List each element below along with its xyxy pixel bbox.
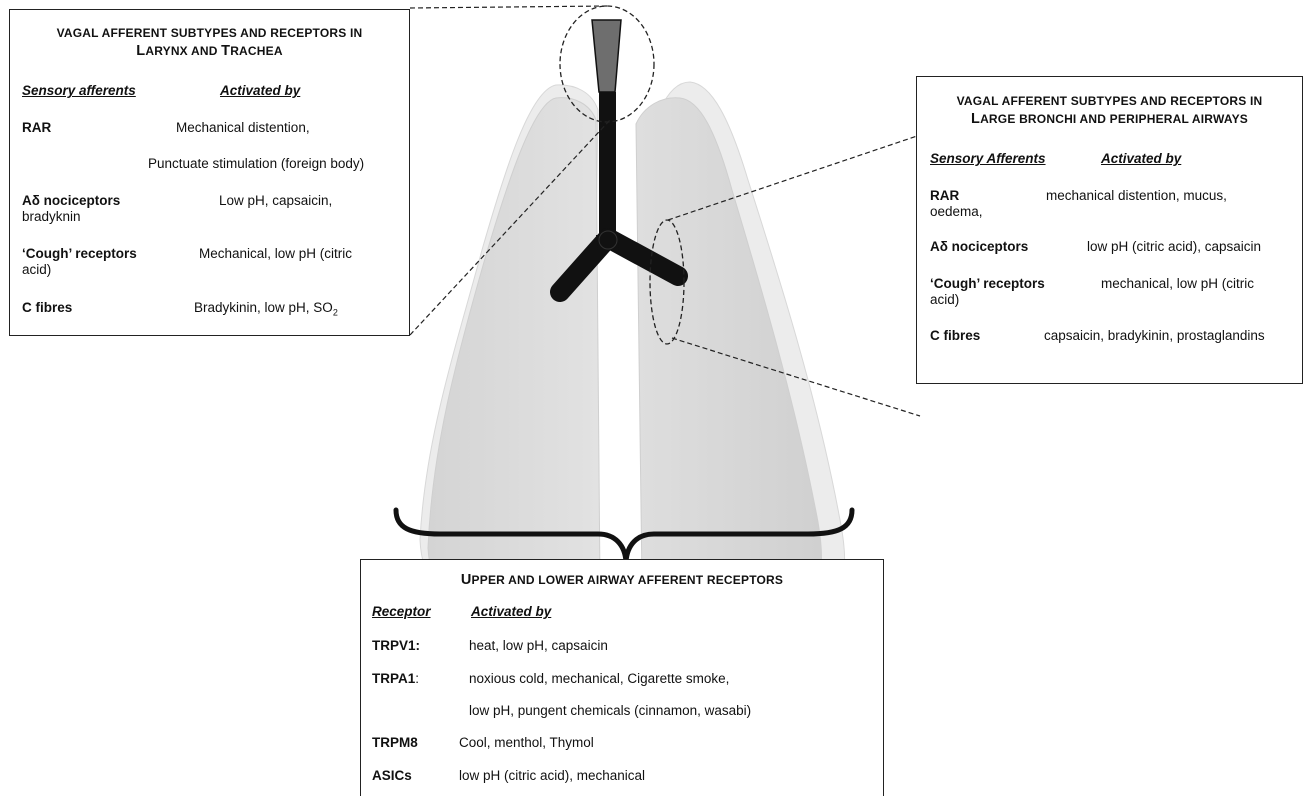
trachea [599, 92, 616, 242]
bronchi-box: VAGAL AFFERENT SUBTYPES AND RECEPTORS IN… [916, 76, 1303, 384]
column-header-activated: Activated by [220, 83, 300, 99]
box-title: UPPER AND LOWER AIRWAY AFFERENT RECEPTOR… [361, 572, 883, 588]
column-header-afferents: Sensory Afferents [930, 151, 1046, 167]
row-desc: noxious cold, mechanical, Cigarette smok… [469, 671, 729, 687]
box-title-line-1: VAGAL AFFERENT SUBTYPES AND RECEPTORS IN [917, 94, 1302, 108]
row-desc: Cool, menthol, Thymol [459, 735, 594, 751]
row-desc-continued: oedema, [930, 204, 983, 220]
row-name: RAR [930, 188, 959, 204]
row-name: Aδ nociceptors [930, 239, 1028, 255]
row-name: RAR [22, 120, 51, 136]
column-header-activated: Activated by [1101, 151, 1181, 167]
row-desc-continued: acid) [930, 292, 959, 308]
row-desc: low pH (citric acid), mechanical [459, 768, 645, 784]
row-desc: low pH, pungent chemicals (cinnamon, was… [469, 703, 751, 719]
box-title-line-1: VAGAL AFFERENT SUBTYPES AND RECEPTORS IN [10, 26, 409, 40]
column-header-activated: Activated by [471, 604, 551, 620]
box-title-line-2: LARYNX AND TRACHEA [10, 43, 409, 59]
row-desc: Low pH, capsaicin, [219, 193, 332, 209]
row-desc-continued: acid) [22, 262, 51, 278]
column-header-afferents: Sensory afferents [22, 83, 136, 99]
row-name: C fibres [930, 328, 980, 344]
row-desc: low pH (citric acid), capsaicin [1087, 239, 1261, 255]
row-desc: capsaicin, bradykinin, prostaglandins [1044, 328, 1265, 344]
larynx-trachea-box: VAGAL AFFERENT SUBTYPES AND RECEPTORS IN… [9, 9, 410, 336]
row-desc: Punctuate stimulation (foreign body) [148, 156, 364, 172]
row-name: Aδ nociceptors [22, 193, 120, 209]
row-name: C fibres [22, 300, 72, 316]
row-desc: Mechanical distention, [176, 120, 310, 136]
row-name: ‘Cough’ receptors [930, 276, 1045, 292]
row-desc: heat, low pH, capsaicin [469, 638, 608, 654]
box-title-line-2: LARGE BRONCHI AND PERIPHERAL AIRWAYS [917, 111, 1302, 127]
column-header-receptor: Receptor [372, 604, 431, 620]
row-name: TRPA1: [372, 671, 419, 687]
larynx [592, 20, 621, 92]
row-desc: Mechanical, low pH (citric [199, 246, 352, 262]
row-desc: mechanical, low pH (citric [1101, 276, 1254, 292]
row-desc: mechanical distention, mucus, [1046, 188, 1227, 204]
row-name: ASICs [372, 768, 412, 784]
row-name: ‘Cough’ receptors [22, 246, 137, 262]
row-desc: Bradykinin, low pH, SO2 [194, 300, 338, 321]
row-name: TRPM8 [372, 735, 418, 751]
airway-receptors-box: UPPER AND LOWER AIRWAY AFFERENT RECEPTOR… [360, 559, 884, 796]
row-name: TRPV1: [372, 638, 420, 654]
row-desc-continued: bradyknin [22, 209, 81, 225]
